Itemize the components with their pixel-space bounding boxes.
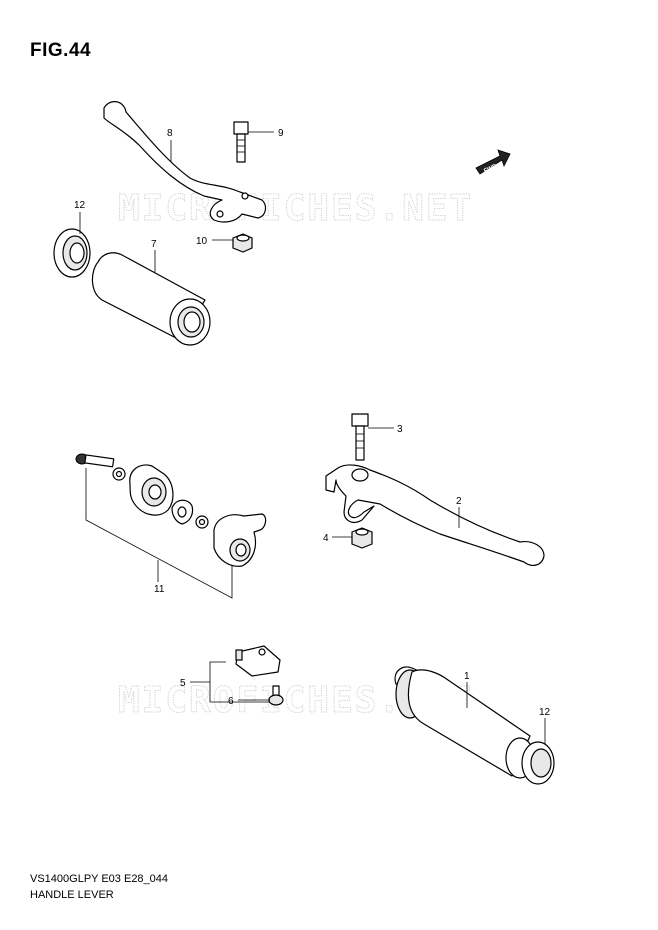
- switch-assembly: [75, 453, 267, 567]
- nut-4: [351, 527, 373, 549]
- callout-3: 3: [397, 424, 403, 435]
- clutch-lever: [103, 101, 267, 223]
- figure-title: FIG.44: [30, 40, 92, 61]
- bolt-9: [233, 121, 249, 163]
- figure-name: HANDLE LEVER: [30, 889, 114, 901]
- handlebar-weight-top: [53, 228, 91, 278]
- handlebar-weight-bottom: [521, 741, 555, 785]
- screw-6: [268, 685, 284, 706]
- callout-7: 7: [151, 239, 157, 250]
- callout-2: 2: [456, 496, 462, 507]
- callout-11: 11: [154, 584, 165, 595]
- callout-5: 5: [180, 678, 186, 689]
- callout-9: 9: [278, 128, 284, 139]
- bolt-3: [351, 413, 369, 461]
- fwd-label: FWD: [483, 163, 499, 174]
- nut-10: [232, 233, 253, 253]
- callout-6: 6: [228, 696, 234, 707]
- leader-11-bracket: [85, 468, 233, 599]
- callout-10: 10: [196, 236, 208, 247]
- fwd-arrow-icon: FWD: [475, 149, 511, 175]
- watermark-top: MICROFICHES.NET: [118, 188, 473, 229]
- callout-1: 1: [464, 671, 470, 682]
- callout-12-bottom: 12: [539, 707, 551, 718]
- callout-12-top: 12: [74, 200, 86, 211]
- stop-switch: [235, 645, 281, 677]
- grip-left: [91, 252, 211, 346]
- callout-4: 4: [323, 533, 329, 544]
- callout-8: 8: [167, 128, 173, 139]
- figure-code: VS1400GLPY E03 E28_044: [30, 873, 169, 885]
- brake-lever: [325, 464, 545, 566]
